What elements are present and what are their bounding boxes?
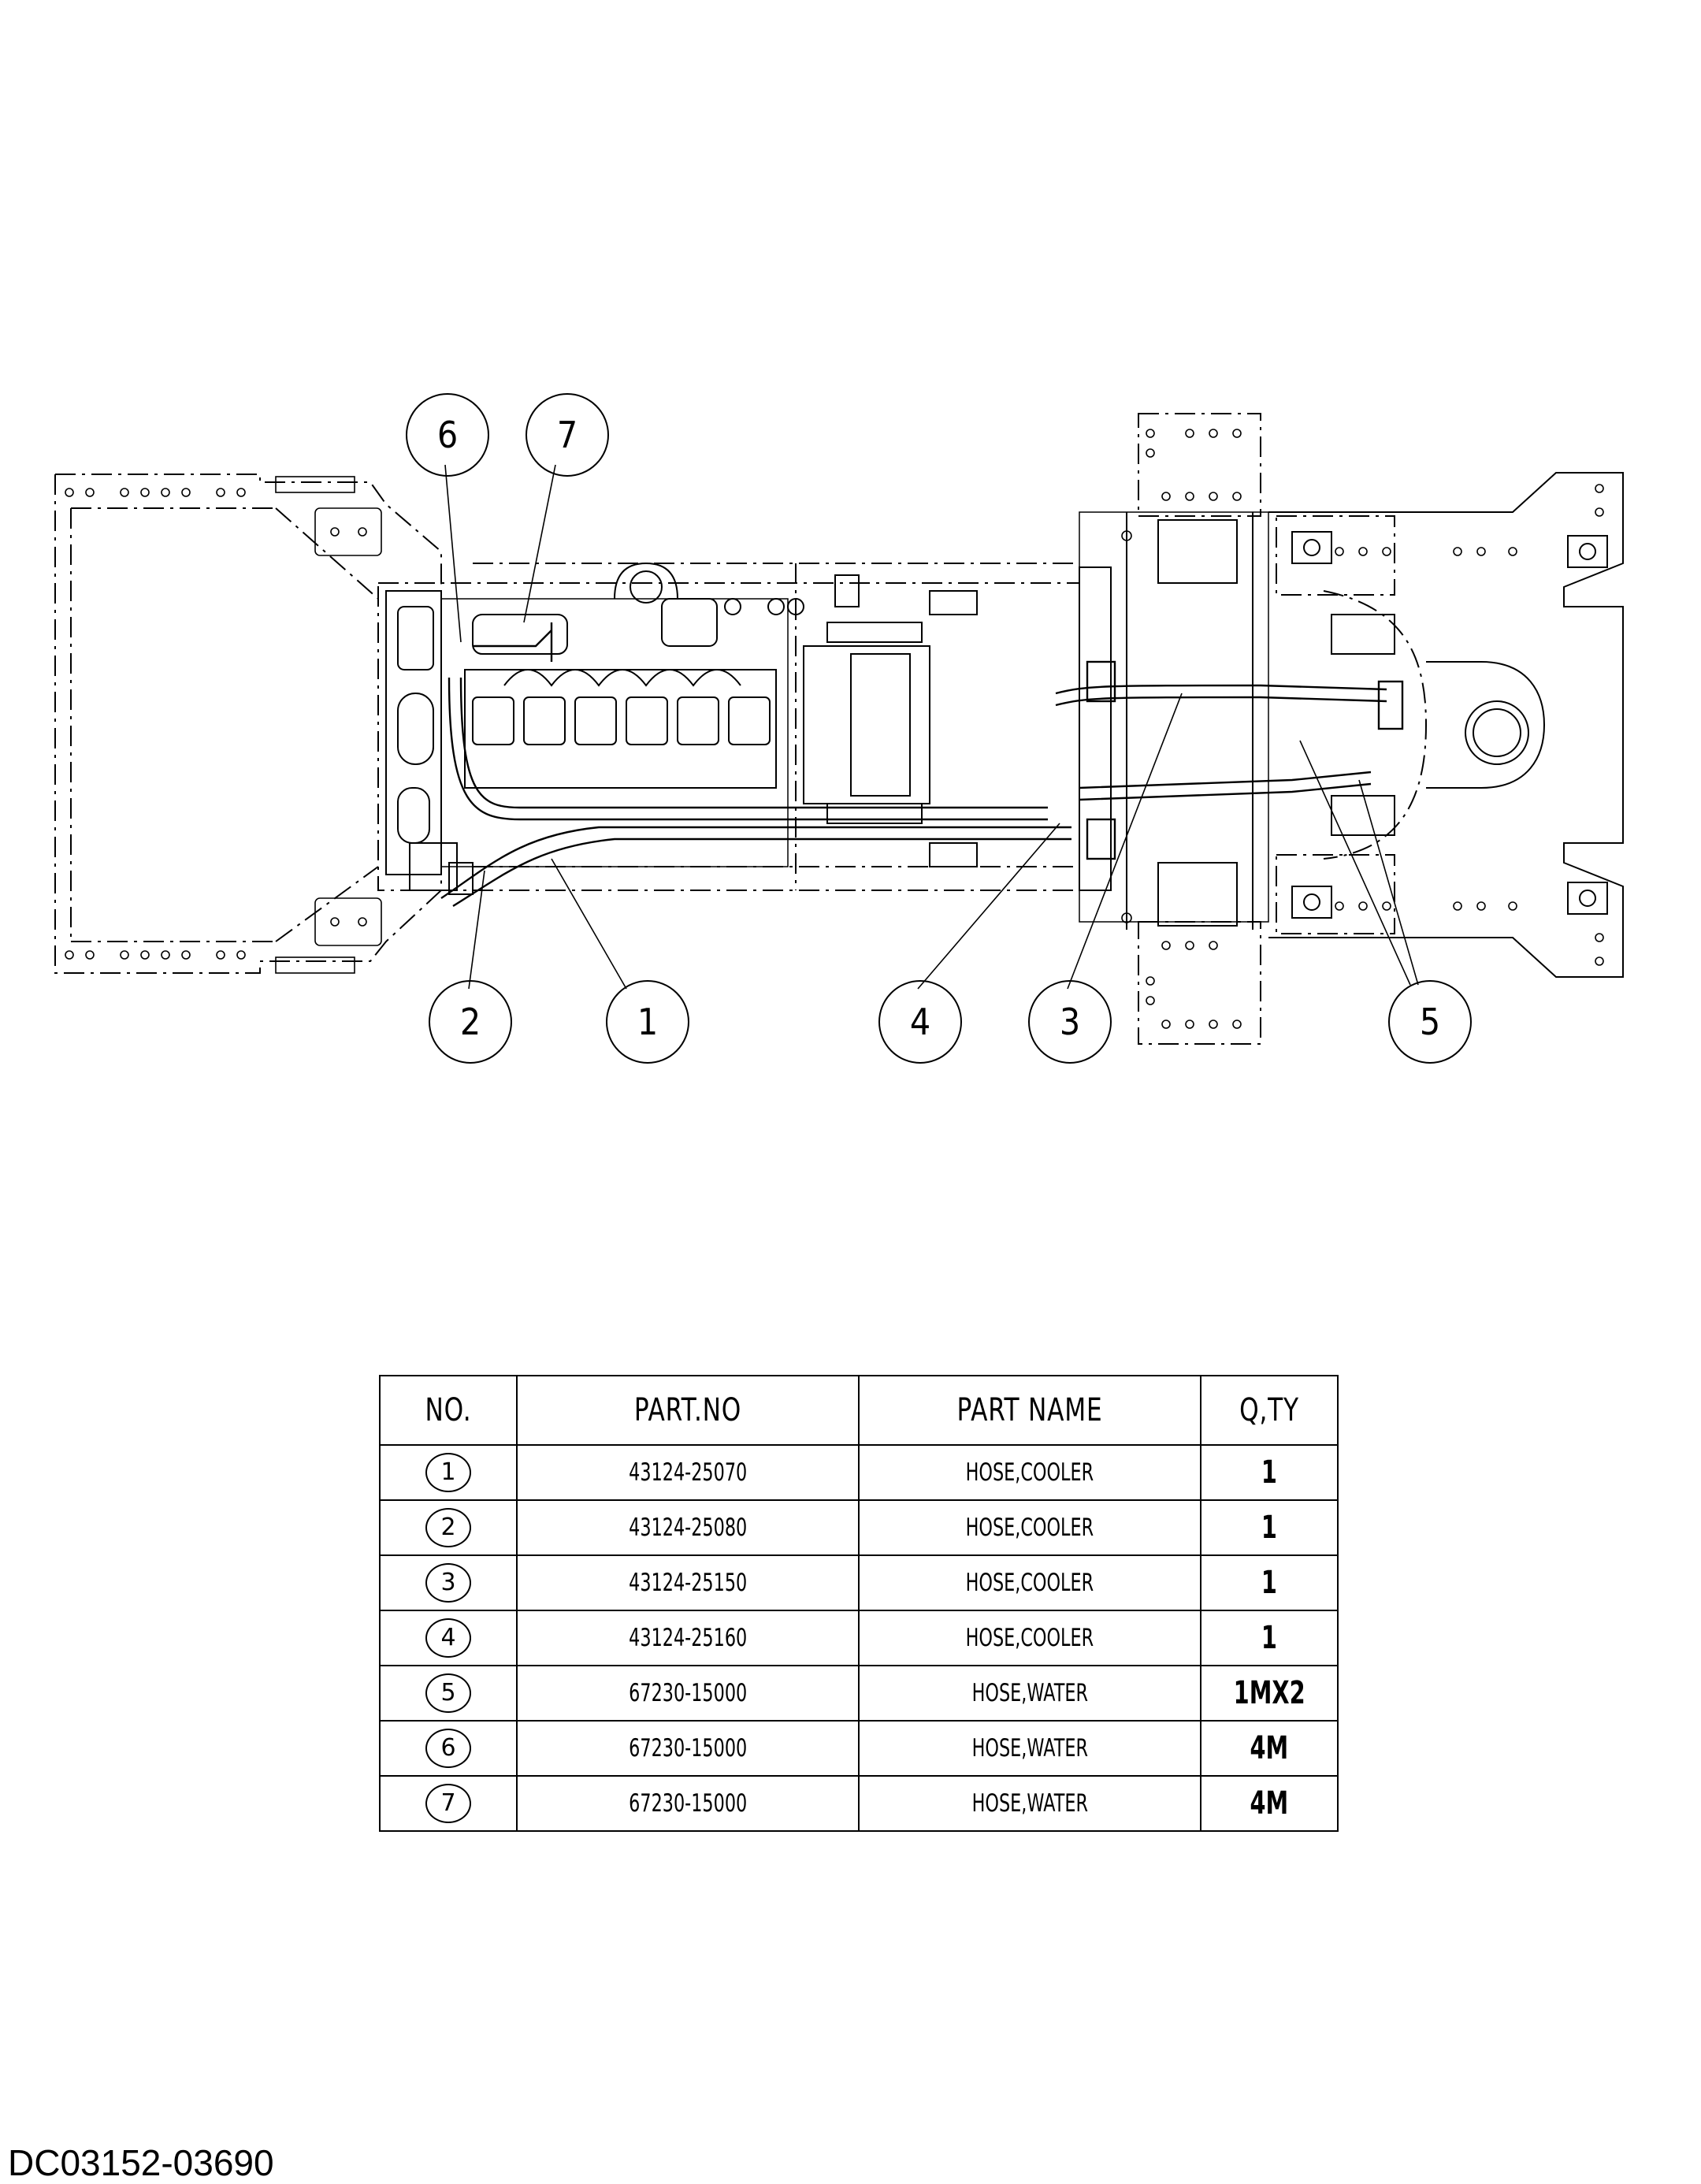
leader-2 — [468, 870, 485, 990]
leader-5b — [1358, 779, 1419, 986]
callout-circle-2 — [429, 980, 512, 1064]
rear-frame — [1268, 472, 1624, 978]
header-no: NO. — [394, 1375, 503, 1446]
callout-2: 2 — [460, 1001, 481, 1043]
row-no: 4 — [425, 1618, 471, 1658]
table-row: 6 67230-15000 HOSE,WATER 4M — [379, 1720, 1339, 1777]
row-part-no: 43124-25150 — [628, 1569, 748, 1597]
row-part-name: HOSE,COOLER — [965, 1569, 1094, 1597]
row-part-no: 67230-15000 — [628, 1679, 748, 1707]
callout-1: 1 — [637, 1001, 658, 1043]
table-row: 4 43124-25160 HOSE,COOLER 1 — [379, 1610, 1339, 1666]
callout-circle-5 — [1388, 980, 1472, 1064]
row-part-name: HOSE,COOLER — [965, 1514, 1094, 1542]
leader-5a — [1299, 740, 1411, 986]
leader-4 — [917, 823, 1060, 990]
callout-circle-1 — [606, 980, 689, 1064]
row-no: 1 — [425, 1453, 471, 1492]
callout-circle-7 — [526, 393, 609, 477]
row-qty: 1MX2 — [1233, 1675, 1305, 1711]
header-part-name: PART NAME — [895, 1375, 1164, 1446]
callout-3: 3 — [1060, 1001, 1080, 1043]
table-row: 7 67230-15000 HOSE,WATER 4M — [379, 1775, 1339, 1832]
leader-lines — [444, 464, 1419, 990]
parts-table-header-row: NO. PART.NO PART NAME Q,TY — [380, 1375, 1338, 1446]
row-no: 2 — [425, 1508, 471, 1547]
row-part-name: HOSE,WATER — [971, 1734, 1088, 1762]
row-part-no: 43124-25080 — [628, 1514, 748, 1542]
row-part-name: HOSE,WATER — [971, 1789, 1088, 1818]
engine-layout-drawing: 6 7 2 1 4 3 5 — [54, 393, 1624, 1064]
row-part-no: 67230-15000 — [628, 1789, 748, 1818]
row-part-no: 67230-15000 — [628, 1734, 748, 1762]
row-no: 3 — [425, 1563, 471, 1603]
rear-frame-holes — [1335, 484, 1604, 966]
parts-table: NO. PART.NO PART NAME Q,TY 1 43124-25070… — [379, 1375, 1339, 1832]
document-id: DC03152-03690 — [8, 2142, 274, 2183]
row-no: 7 — [425, 1784, 471, 1823]
row-part-no: 43124-25070 — [628, 1458, 748, 1487]
callout-6: 6 — [437, 414, 458, 456]
row-part-name: HOSE,COOLER — [965, 1624, 1094, 1652]
row-qty: 1 — [1261, 1565, 1278, 1601]
callout-5: 5 — [1420, 1001, 1440, 1043]
row-qty: 4M — [1250, 1730, 1289, 1766]
cooler-frame — [1079, 413, 1269, 1045]
row-part-no: 43124-25160 — [628, 1624, 748, 1652]
row-part-name: HOSE,WATER — [971, 1679, 1088, 1707]
table-row: 5 67230-15000 HOSE,WATER 1MX2 — [379, 1665, 1339, 1722]
leader-7 — [523, 464, 556, 623]
table-row: 3 43124-25150 HOSE,COOLER 1 — [379, 1554, 1339, 1611]
leader-6 — [444, 464, 462, 643]
callout-circle-3 — [1028, 980, 1112, 1064]
cooler-frame-holes — [1121, 429, 1242, 1029]
left-frame-holes — [65, 476, 382, 974]
leader-1 — [551, 858, 627, 990]
header-qty: Q,TY — [1215, 1375, 1324, 1446]
left-frame — [54, 474, 442, 974]
header-part-no: PART.NO — [553, 1375, 823, 1446]
callout-circle-4 — [878, 980, 962, 1064]
table-row: 2 43124-25080 HOSE,COOLER 1 — [379, 1499, 1339, 1556]
row-no: 6 — [425, 1729, 471, 1768]
row-part-name: HOSE,COOLER — [965, 1458, 1094, 1487]
row-qty: 1 — [1261, 1620, 1278, 1656]
row-qty: 1 — [1261, 1454, 1278, 1491]
callout-circles — [406, 393, 1472, 1064]
callout-labels: 6 7 2 1 4 3 5 — [437, 414, 1440, 1043]
callout-4: 4 — [910, 1001, 930, 1043]
table-row: 1 43124-25070 HOSE,COOLER 1 — [379, 1444, 1339, 1501]
hoses — [440, 622, 1404, 908]
row-qty: 4M — [1250, 1785, 1289, 1822]
row-no: 5 — [425, 1673, 471, 1713]
callout-circle-6 — [406, 393, 489, 477]
leader-3 — [1067, 693, 1183, 990]
row-qty: 1 — [1261, 1510, 1278, 1546]
drawing-canvas: 6 7 2 1 4 3 5 — [54, 393, 1624, 1064]
engine-block — [385, 562, 978, 895]
callout-7: 7 — [557, 414, 578, 456]
